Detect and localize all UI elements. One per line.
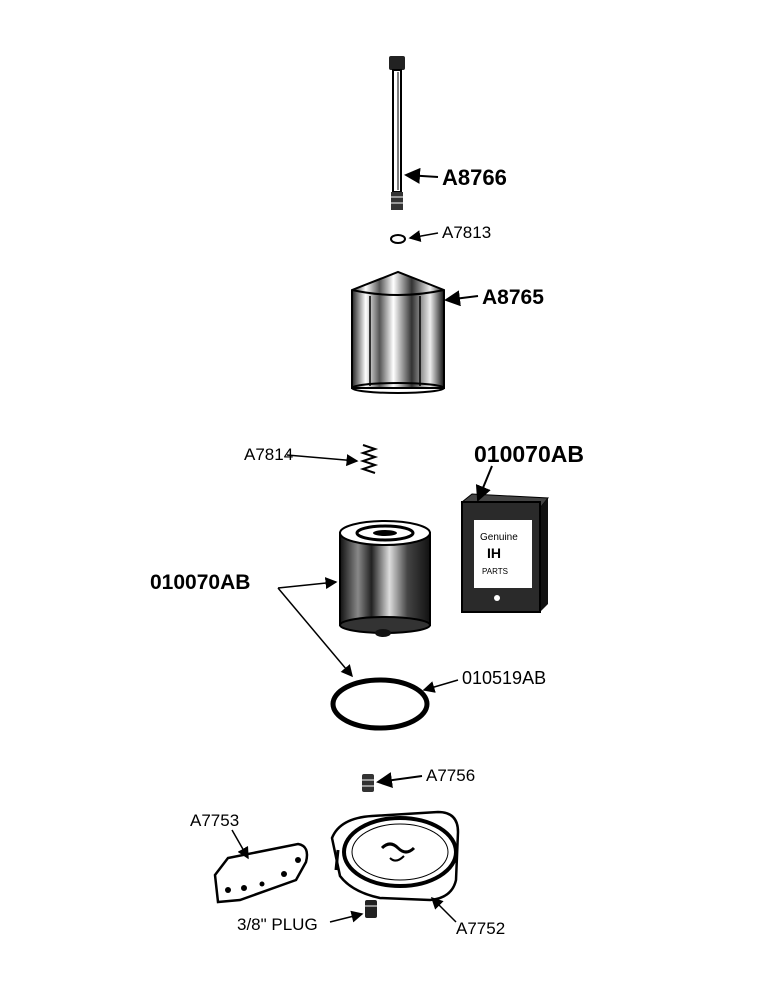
- bolt-part: [389, 56, 405, 210]
- spring-part: [359, 444, 379, 474]
- leader-a7752: [430, 896, 457, 923]
- filter-element-part: [339, 520, 431, 637]
- label-a7753: A7753: [190, 811, 239, 830]
- leader-010070ab-box: [475, 465, 493, 502]
- leader-a8765: [444, 290, 479, 307]
- boxed-element-part: Genuine IH PARTS: [460, 493, 549, 613]
- small-gasket-part: [390, 234, 406, 244]
- label-010070ab-box: 010070AB: [474, 441, 584, 467]
- leader-a7814: [286, 454, 359, 467]
- box-text-ih: IH: [487, 545, 501, 561]
- label-a8766: A8766: [442, 165, 507, 190]
- base-part: [330, 810, 460, 902]
- leader-a8766: [404, 167, 439, 184]
- label-a7756: A7756: [426, 766, 475, 785]
- cover-part: [351, 270, 445, 394]
- label-plug: 3/8" PLUG: [237, 915, 318, 934]
- box-text-genuine: Genuine: [480, 532, 518, 543]
- label-a7752: A7752: [456, 919, 505, 938]
- label-a8765: A8765: [482, 286, 544, 309]
- box-text-parts: PARTS: [482, 567, 508, 576]
- leader-010519ab: [422, 679, 459, 693]
- leader-010070ab-ring: [277, 587, 353, 678]
- leader-010070ab-element: [277, 577, 338, 590]
- leader-a7753: [231, 829, 249, 860]
- label-a7814: A7814: [244, 445, 293, 464]
- leader-a7756: [376, 772, 423, 789]
- label-a7813: A7813: [442, 223, 491, 242]
- label-010519ab: 010519AB: [462, 668, 546, 688]
- leader-plug: [329, 910, 364, 923]
- bracket-part: [213, 842, 309, 904]
- fitting-part: [362, 774, 374, 792]
- plug-part: [365, 900, 377, 918]
- label-010070ab-element: 010070AB: [150, 571, 250, 594]
- leader-a7813: [408, 230, 439, 243]
- ring-gasket-part: [330, 677, 430, 731]
